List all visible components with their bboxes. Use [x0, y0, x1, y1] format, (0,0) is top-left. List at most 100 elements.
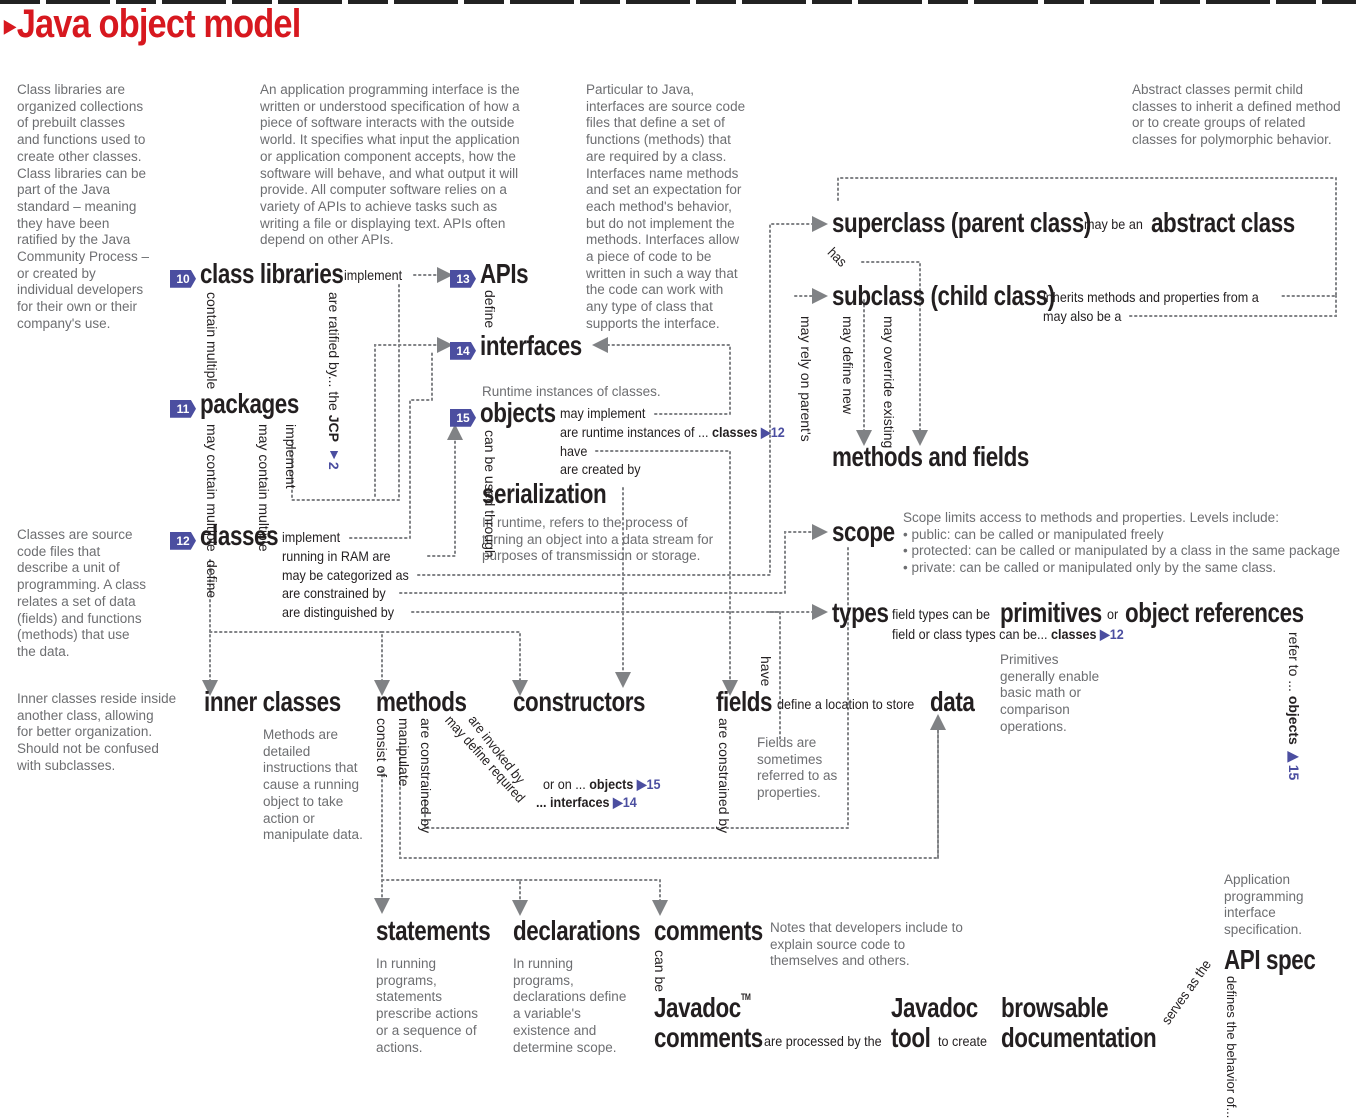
- rel-define-location: define a location to store: [777, 696, 915, 712]
- badge: 11: [170, 399, 196, 418]
- fields-description: Fields are sometimes referred to as prop…: [757, 735, 838, 801]
- apis-description: An application programming interface is …: [260, 82, 520, 248]
- primitives-label: primitives: [1000, 597, 1102, 628]
- ratified-text: are ratified by... the: [326, 292, 342, 411]
- types-classes-text: classes: [1050, 626, 1097, 642]
- scope-description: Scope limits access to methods and prope…: [903, 510, 1340, 576]
- rel-field-class-types: field or class types can be... classes ▶…: [892, 626, 1124, 643]
- methods-and-fields-label: methods and fields: [832, 441, 1029, 472]
- rel-ratified-by: are ratified by... the JCP ▼2: [326, 292, 342, 470]
- m-interfaces-text: ... interfaces: [536, 794, 610, 810]
- connector-lines: [202, 177, 1337, 916]
- rel-override-existing: may override existing: [881, 316, 897, 449]
- rel-define-new: may define new: [840, 316, 856, 415]
- object-references-label: object references: [1125, 597, 1304, 628]
- rel-objects-created-by: are created by: [560, 461, 641, 477]
- rel-or: or: [1107, 606, 1119, 622]
- javadoc-comments-label-1: JavadocTM: [654, 992, 751, 1024]
- rel-objects-have: have: [560, 443, 588, 459]
- api-spec-label: API spec: [1224, 944, 1316, 975]
- rel-may-contain-multiple-2: may contain multiple: [256, 424, 272, 552]
- ref-15[interactable]: ▶15: [1286, 748, 1302, 781]
- badge: 12: [170, 531, 196, 550]
- rel-classes-constrained: are constrained by: [282, 585, 386, 601]
- objects-label: objects: [480, 397, 556, 428]
- rel-classes-distinguished: are distinguished by: [282, 604, 395, 620]
- comments-label: comments: [654, 915, 763, 946]
- title-arrow-icon: ▶: [4, 15, 16, 36]
- refer-text: refer to ...: [1286, 632, 1302, 692]
- types-label: types: [832, 597, 889, 628]
- constructors-label: constructors: [513, 686, 646, 717]
- serialization-label: serialization: [482, 478, 607, 509]
- rel-defines-behavior: defines the behavior of...: [1224, 976, 1239, 1118]
- runtime-text: are runtime instances of ...: [560, 424, 709, 440]
- rel-rely-on-parents: may rely on parent's: [798, 316, 814, 442]
- ref-2[interactable]: ▼2: [326, 445, 342, 470]
- rel-define: define: [482, 290, 498, 329]
- ref-12[interactable]: ▶12: [761, 424, 785, 440]
- rel-packages-implement: implement: [283, 424, 299, 489]
- superclass-label: superclass (parent class): [832, 207, 1091, 238]
- rel-may-also-be: may also be a: [1043, 308, 1122, 324]
- ref-14[interactable]: ▶14: [613, 794, 637, 810]
- rel-classes-define: define: [204, 560, 220, 599]
- rel-consist-of: consist of: [374, 718, 390, 778]
- rel-field-types: field types can be: [892, 606, 991, 622]
- rel-inherits: inherits methods and properties from a: [1043, 289, 1259, 305]
- refer-objects-text: objects: [1286, 695, 1302, 745]
- rel-processed-by: are processed by the: [764, 1033, 882, 1049]
- scope-label: scope: [832, 516, 895, 547]
- subclass-label: subclass (child class): [832, 280, 1055, 311]
- rel-to-create: to create: [938, 1033, 988, 1049]
- interfaces-description: Particular to Java, interfaces are sourc…: [586, 82, 746, 331]
- browsable-label-1: browsable: [1001, 992, 1109, 1023]
- rel-or-on-objects: or on ... objects ▶15: [543, 776, 661, 793]
- badge: 13: [450, 269, 476, 288]
- rel-classes-categorized: may be categorized as: [282, 567, 409, 583]
- top-border: [0, 0, 1356, 4]
- javadoc-comments-label-2: comments: [654, 1022, 763, 1053]
- badge: 10: [170, 269, 196, 288]
- apis-label: APIs: [480, 258, 529, 289]
- ref-12[interactable]: ▶12: [1100, 626, 1124, 642]
- rel-refer-to: refer to ... objects ▶15: [1286, 632, 1302, 780]
- ref-15[interactable]: ▶15: [636, 776, 661, 792]
- badge: 14: [450, 341, 476, 360]
- javadoc-tool-label-1: Javadoc: [891, 992, 978, 1023]
- serialization-description: In runtime, refers to the process of tur…: [482, 515, 714, 564]
- rel-fields-constrained: are constrained by: [716, 718, 732, 834]
- rel-manipulate: manipulate: [396, 718, 412, 787]
- interfaces-label: interfaces: [480, 330, 582, 361]
- rel-may-contain-multiple: may contain multiple: [204, 424, 220, 552]
- declarations-description: In running programs, declarations define…: [513, 956, 627, 1055]
- tm-mark: TM: [740, 992, 751, 1002]
- jcp-text: JCP: [326, 414, 342, 442]
- rel-can-be-used-through: can be used through: [482, 430, 498, 558]
- inner-classes-description: Inner classes reside inside another clas…: [17, 691, 177, 773]
- statements-label: statements: [376, 915, 491, 946]
- packages-label: packages: [200, 388, 299, 419]
- rel-methods-constrained: are constrained by: [418, 718, 434, 834]
- comments-description: Notes that developers include to explain…: [770, 920, 963, 969]
- abstract-class-label: abstract class: [1151, 207, 1295, 238]
- browsable-label-2: documentation: [1001, 1022, 1157, 1053]
- statements-description: In running programs, statements prescrib…: [376, 956, 479, 1055]
- javadoc-text: Javadoc: [654, 992, 741, 1023]
- javadoc-tool-label-2: tool: [891, 1022, 931, 1053]
- rel-implement: implement: [344, 267, 403, 283]
- rel-contain-multiple: contain multiple: [204, 292, 220, 390]
- rel-have: have: [758, 656, 774, 687]
- or-on-text: or on ...: [543, 776, 586, 792]
- m-objects-text: objects: [589, 776, 634, 792]
- rel-objects-runtime: are runtime instances of ... classes ▶12: [560, 424, 785, 441]
- page-title: ▶Java object model: [4, 2, 301, 47]
- classes-ref-text: classes: [711, 424, 758, 440]
- badge: 15: [450, 408, 476, 427]
